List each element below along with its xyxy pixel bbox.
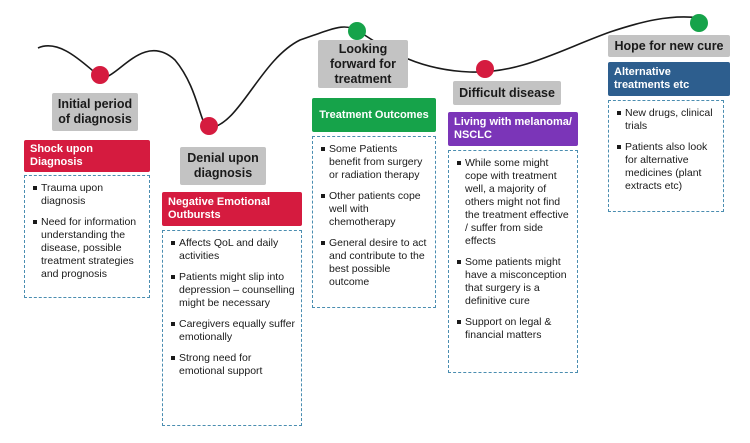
stage-3-label: Looking forward for treatment [318, 40, 408, 88]
stage-3-bullet: Other patients cope well with chemothera… [321, 190, 429, 229]
stage-5-header: Alternative treatments etc [608, 62, 730, 96]
stage-5-bullet: New drugs, clinical trials [617, 107, 717, 133]
stage-4-label: Difficult disease [453, 81, 561, 105]
stage-4-bullet: Some patients might have a misconception… [457, 256, 571, 308]
stage-1-box: Trauma upon diagnosis Need for informati… [24, 175, 150, 298]
stage-2-bullet: Affects QoL and daily activities [171, 237, 295, 263]
stage-4-bullet: Support on legal & financial matters [457, 316, 571, 342]
stage-4-box: While some might cope with treatment wel… [448, 150, 578, 373]
stage-5-label: Hope for new cure [608, 35, 730, 57]
stage-5-box: New drugs, clinical trials Patients also… [608, 100, 724, 212]
stage-2-bullet: Caregivers equally suffer emotionally [171, 318, 295, 344]
stage-4-bullet: While some might cope with treatment wel… [457, 157, 571, 248]
stage-3-bullet: General desire to act and contribute to … [321, 237, 429, 289]
stage-3-header: Treatment Outcomes [312, 98, 436, 132]
stage-4-header: Living with melanoma/ NSCLC [448, 112, 578, 146]
stage-2-box: Affects QoL and daily activities Patient… [162, 230, 302, 426]
stage-1-red-dot [91, 66, 109, 84]
stage-3-bullet: Some Patients benefit from surgery or ra… [321, 143, 429, 182]
stage-3-box: Some Patients benefit from surgery or ra… [312, 136, 436, 308]
stage-2-label: Denial upon diagnosis [180, 147, 266, 185]
stage-2-bullet: Strong need for emotional support [171, 352, 295, 378]
stage-5-green-dot [690, 14, 708, 32]
stage-1-header: Shock upon Diagnosis [24, 140, 150, 172]
stage-2-bullet: Patients might slip into depression – co… [171, 271, 295, 310]
stage-1-bullet: Need for information understanding the d… [33, 216, 143, 281]
stage-4-red-dot [476, 60, 494, 78]
stage-3-green-dot [348, 22, 366, 40]
stage-1-bullet: Trauma upon diagnosis [33, 182, 143, 208]
stage-2-red-dot [200, 117, 218, 135]
stage-2-header: Negative Emotional Outbursts [162, 192, 302, 226]
stage-5-bullet: Patients also look for alternative medic… [617, 141, 717, 193]
stage-1-label: Initial period of diagnosis [52, 93, 138, 131]
